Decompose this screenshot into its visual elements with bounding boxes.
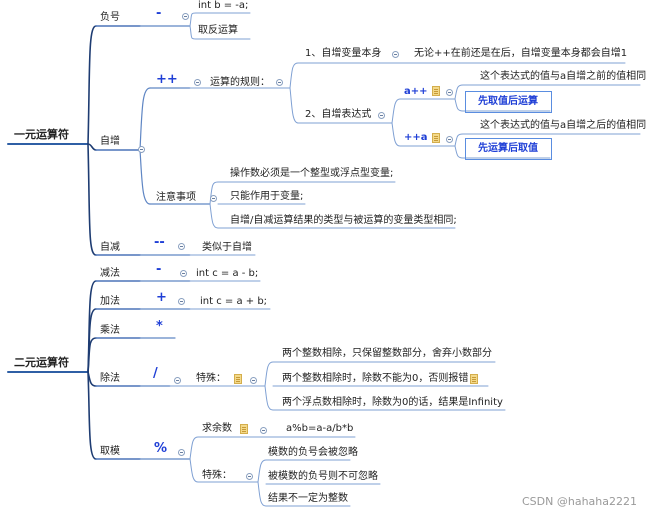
addition-example[interactable]: int c = a + b; (200, 296, 268, 307)
selection-box (465, 138, 552, 160)
notes-label[interactable]: 注意事项 (156, 192, 196, 203)
collapse-icon[interactable] (392, 51, 399, 58)
root-unary-operators[interactable]: 一元运算符 (14, 128, 69, 141)
root-binary-operators[interactable]: 二元运算符 (14, 356, 69, 369)
note-item[interactable]: 只能作用于变量; (230, 191, 304, 202)
node-multiplication[interactable]: 乘法 (100, 325, 120, 336)
note-icon[interactable] (234, 374, 242, 384)
collapse-icon[interactable] (260, 427, 267, 434)
multiplication-operator: * (156, 319, 163, 334)
note-icon[interactable] (470, 374, 478, 384)
modulo-special-label[interactable]: 特殊： (202, 470, 232, 481)
division-rule[interactable]: 两个整数相除，只保留整数部分，舍弃小数部分 (282, 348, 492, 359)
division-rule[interactable]: 两个浮点数相除时，除数为0的话，结果是Infinity (282, 397, 503, 408)
subtraction-example[interactable]: int c = a - b; (196, 268, 259, 279)
negation-meaning[interactable]: 取反运算 (198, 25, 238, 36)
collapse-icon[interactable] (182, 13, 189, 20)
pre-increment-desc[interactable]: 这个表达式的值与a自增之后的值相同 (480, 120, 647, 131)
note-icon[interactable] (432, 86, 440, 96)
pre-increment-operator[interactable]: ++a (404, 132, 428, 143)
note-item[interactable]: 操作数必须是一个整型或浮点型变量; (230, 168, 394, 179)
selection-box (465, 91, 552, 113)
modulo-operator: % (154, 441, 168, 456)
division-operator: / (153, 366, 158, 381)
modulo-rule[interactable]: 模数的负号会被忽略 (268, 447, 358, 458)
note-icon[interactable] (432, 133, 440, 143)
post-increment-desc[interactable]: 这个表达式的值与a自增之前的值相同 (480, 71, 647, 82)
division-special-label[interactable]: 特殊： (196, 373, 226, 384)
modulo-formula[interactable]: a%b=a-a/b*b (286, 423, 354, 434)
collapse-icon[interactable] (178, 243, 185, 250)
rule-1-detail[interactable]: 无论++在前还是在后，自增变量本身都会自增1 (414, 48, 628, 59)
decrement-desc[interactable]: 类似于自增 (202, 242, 252, 253)
collapse-icon[interactable] (446, 136, 453, 143)
node-negation[interactable]: 负号 (100, 12, 120, 23)
pre-increment-summary[interactable]: 先运算后取值 (478, 143, 538, 154)
node-division[interactable]: 除法 (100, 373, 120, 384)
increment-operator: ++ (156, 72, 178, 87)
collapse-icon[interactable] (138, 146, 145, 153)
node-modulo[interactable]: 取模 (100, 446, 120, 457)
modulo-remainder-label[interactable]: 求余数 (202, 423, 232, 434)
negation-operator: - (156, 6, 162, 21)
increment-rule-label[interactable]: 运算的规则： (210, 77, 270, 88)
node-addition[interactable]: 加法 (100, 296, 120, 307)
decrement-operator: -- (154, 235, 165, 250)
collapse-icon[interactable] (250, 377, 257, 384)
node-subtraction[interactable]: 减法 (100, 268, 120, 279)
collapse-icon[interactable] (210, 195, 217, 202)
division-rule[interactable]: 两个整数相除时，除数不能为0，否则报错 (282, 373, 469, 384)
note-icon[interactable] (240, 424, 248, 434)
collapse-icon[interactable] (378, 112, 385, 119)
collapse-icon[interactable] (178, 298, 185, 305)
post-increment-summary[interactable]: 先取值后运算 (478, 96, 538, 107)
collapse-icon[interactable] (446, 89, 453, 96)
collapse-icon[interactable] (194, 79, 201, 86)
node-increment[interactable]: 自增 (100, 136, 120, 147)
modulo-rule[interactable]: 被模数的负号则不可忽略 (268, 471, 378, 482)
modulo-rule[interactable]: 结果不一定为整数 (268, 493, 348, 504)
node-decrement[interactable]: 自减 (100, 242, 120, 253)
subtraction-operator: - (156, 262, 162, 277)
collapse-icon[interactable] (246, 473, 253, 480)
addition-operator: + (156, 290, 167, 305)
rule-1-label[interactable]: 1、自增变量本身 (305, 48, 382, 59)
collapse-icon[interactable] (178, 449, 185, 456)
post-increment-operator[interactable]: a++ (404, 86, 428, 97)
collapse-icon[interactable] (180, 270, 187, 277)
rule-2-label[interactable]: 2、自增表达式 (305, 109, 372, 120)
watermark: CSDN @hahaha2221 (522, 495, 637, 508)
note-item[interactable]: 自增/自减运算结果的类型与被运算的变量类型相同; (230, 215, 457, 226)
collapse-icon[interactable] (276, 79, 283, 86)
negation-example[interactable]: int b = -a; (198, 0, 249, 11)
collapse-icon[interactable] (174, 377, 181, 384)
